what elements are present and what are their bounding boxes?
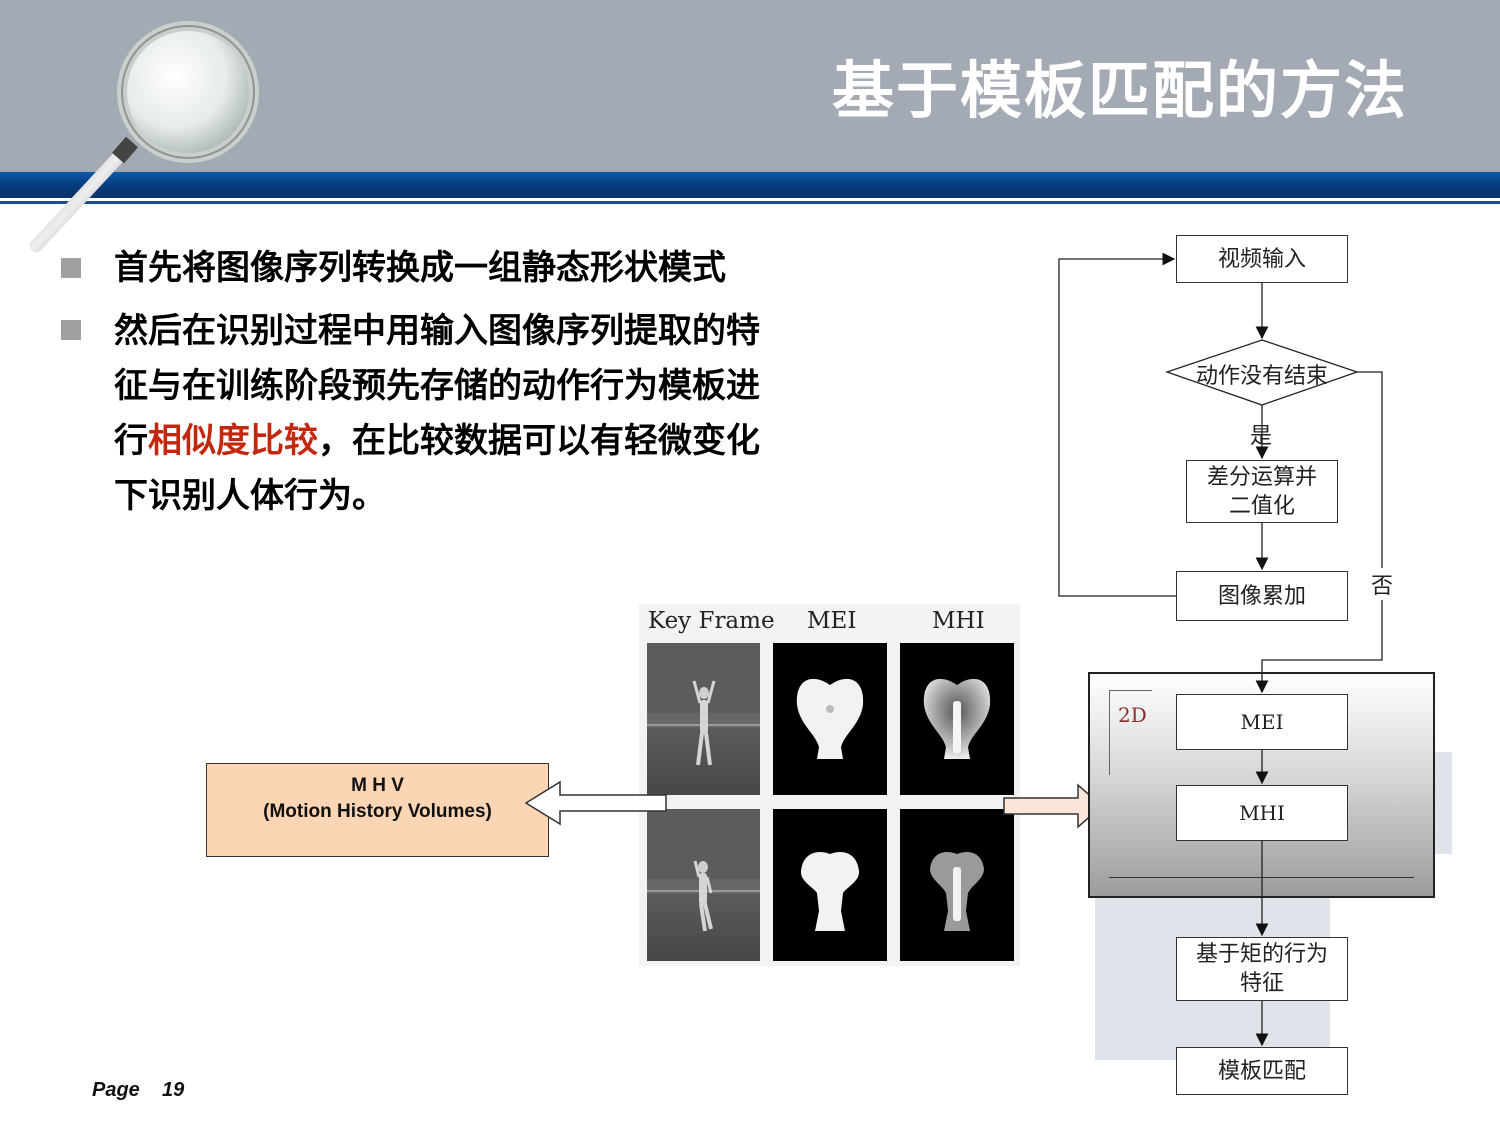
header-blue-bar xyxy=(0,172,1500,198)
bullet-square-icon xyxy=(61,258,81,278)
bullet-2-text: 然后在识别过程中用输入图像序列提取的特 征与在训练阶段预先存储的动作行为模板进 … xyxy=(114,304,834,524)
magnifier-icon xyxy=(29,21,259,253)
flow-yes-label: 是 xyxy=(1250,424,1273,449)
bullet-2-line: 行相似度比较，在比较数据可以有轻微变化 xyxy=(114,414,834,469)
background-decoration xyxy=(1432,752,1452,854)
flow-moment-line2: 特征 xyxy=(1239,971,1284,996)
flow-moment-line1: 基于矩的行为 xyxy=(1195,942,1328,967)
mei-image-1 xyxy=(773,643,887,795)
bullet-2-line: 下识别人体行为。 xyxy=(114,476,386,516)
mhi-image-2 xyxy=(900,809,1014,961)
slide-title: 基于模板匹配的方法 xyxy=(831,54,1408,127)
highlight-similarity: 相似度比较 xyxy=(148,421,318,461)
header-rule xyxy=(0,201,1500,204)
keyframe-photo-1 xyxy=(647,643,760,795)
figure-header-mhi: MHI xyxy=(932,608,985,634)
flow-diff-line2: 二值化 xyxy=(1228,493,1295,519)
flow-moment-feature: 基于矩的行为 特征 xyxy=(1176,937,1348,1001)
flow-diff-binarize: 差分运算并 二值化 xyxy=(1186,460,1338,523)
flow-mei: MEI xyxy=(1176,694,1348,750)
bullet-square-icon xyxy=(61,320,81,340)
flow-diff-line1: 差分运算并 xyxy=(1206,464,1317,490)
label-2d: 2D xyxy=(1118,703,1147,727)
page-number: 19 xyxy=(162,1079,185,1101)
bullet-1-text: 首先将图像序列转换成一组静态形状模式 xyxy=(114,248,726,288)
bullet-2-line3-pre: 行 xyxy=(114,421,148,461)
page-footer: Page 19 xyxy=(92,1079,184,1102)
2d-bracket xyxy=(1109,690,1152,775)
page-label: Page xyxy=(92,1079,140,1101)
mhv-title: M H V xyxy=(351,775,404,796)
flow-decision-label: 动作没有结束 xyxy=(1195,364,1328,389)
mhv-box: M H V (Motion History Volumes) xyxy=(206,763,549,857)
flow-video-input: 视频输入 xyxy=(1176,235,1348,283)
keyframe-photo-2 xyxy=(647,809,760,961)
flow-mhi: MHI xyxy=(1176,785,1348,841)
left-block-arrow-icon xyxy=(524,780,667,826)
mhi-image-1 xyxy=(900,643,1014,795)
figure-header-mei: MEI xyxy=(807,608,857,634)
bullet-2-line: 征与在训练阶段预先存储的动作行为模板进 xyxy=(114,366,760,406)
flow-template-match: 模板匹配 xyxy=(1176,1047,1348,1095)
bullet-2-line3-post: ，在比较数据可以有轻微变化 xyxy=(318,421,760,461)
flow-no-label: 否 xyxy=(1371,568,1394,600)
flow-image-accumulate: 图像累加 xyxy=(1176,571,1348,621)
mhv-subtitle: (Motion History Volumes) xyxy=(263,801,492,822)
figure-header-keyframe: Key Frame xyxy=(648,608,775,634)
bullet-2-line: 然后在识别过程中用输入图像序列提取的特 xyxy=(114,311,760,351)
mei-image-2 xyxy=(773,809,887,961)
